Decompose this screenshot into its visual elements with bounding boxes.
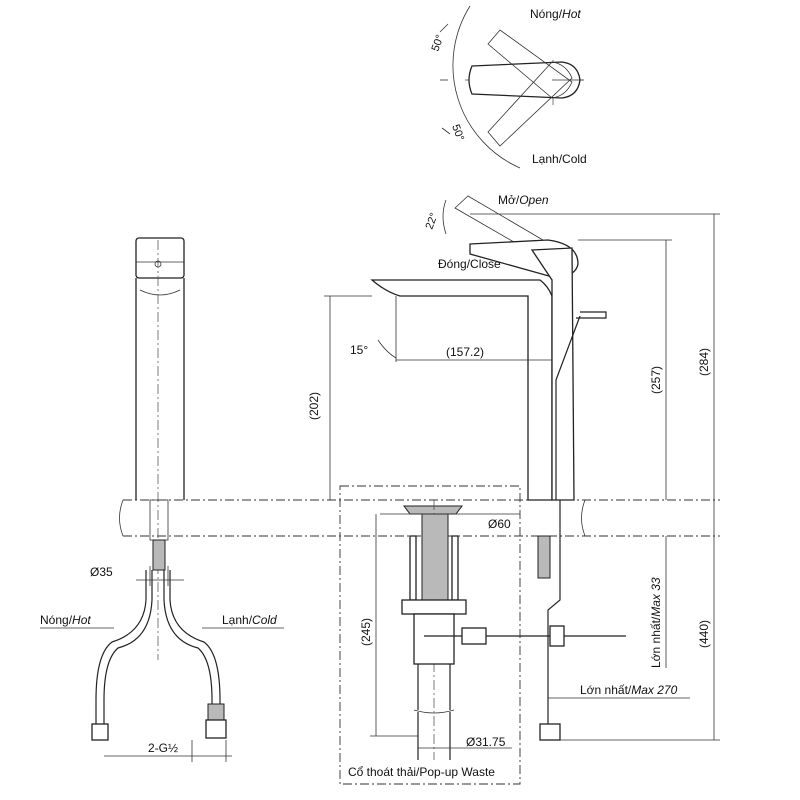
cold-connector-nut <box>205 719 227 739</box>
waste-caption: Cổ thoát thải/Pop-up Waste <box>348 765 495 779</box>
cold-connector-fitting <box>207 703 225 721</box>
side-connector-nut <box>539 723 561 741</box>
waste-flange <box>403 505 463 515</box>
waste-tailpiece-upper <box>417 664 451 710</box>
dim-35-label: Ø35 <box>90 565 113 579</box>
rod-clip <box>549 625 565 647</box>
popup-rod-handle <box>576 311 607 319</box>
hose-hot-inner <box>95 570 147 724</box>
front-stud <box>152 539 166 571</box>
front-cold-label: Lạnh/Cold <box>222 613 277 627</box>
waste-break-line <box>413 709 455 714</box>
top-cold-label: Lạnh/Cold <box>532 152 587 166</box>
arc-tick-top <box>439 23 449 33</box>
spout-angle-arc <box>377 339 397 359</box>
hose-hot <box>103 570 153 724</box>
spout-angle-label: 15° <box>350 343 368 357</box>
angle-label-bottom: 50° <box>449 123 466 143</box>
top-view: 50° 50° Nóng/Hot Lạnh/Cold <box>430 5 587 169</box>
front-hot-label: Nóng/Hot <box>40 613 91 627</box>
dim-3175-label: Ø31.75 <box>466 735 506 749</box>
angle-label-top: 50° <box>430 33 447 53</box>
countertop <box>119 499 720 537</box>
dim-202-label: (202) <box>307 392 321 420</box>
waste-pivot-nut <box>461 627 487 645</box>
hose-cold-inner <box>169 570 221 712</box>
lever-angle-arc <box>442 199 447 235</box>
waste-frame <box>339 485 521 785</box>
max33-label: Lớn nhất/Max 33 <box>649 577 663 668</box>
rotation-arc <box>452 5 521 169</box>
front-shank <box>149 499 169 541</box>
front-body-column <box>135 278 185 500</box>
dim-284-label: (284) <box>697 348 711 376</box>
dim-440-label: (440) <box>697 620 711 648</box>
hose-cold <box>163 570 213 712</box>
arc-tick-bottom <box>441 127 451 135</box>
popup-waste: Ø60 (245) Ø31.75 Cổ thoát thải/Pop-up Wa… <box>339 485 626 785</box>
side-spout <box>370 279 553 501</box>
thread-label: 2-G½ <box>148 741 178 755</box>
dim-245-label: (245) <box>359 618 373 646</box>
handle-cold-position <box>487 61 573 147</box>
front-view: Ø35 Nóng/Hot Lạnh/Cold 2-G½ <box>40 237 284 762</box>
deck-break-right <box>581 499 586 537</box>
top-hot-label: Nóng/Hot <box>530 7 581 21</box>
dim-60-label: Ø60 <box>488 517 511 531</box>
dim-257-label: (257) <box>649 366 663 394</box>
side-body-top <box>530 247 575 501</box>
open-label: Mở/Open <box>498 193 549 207</box>
popup-rod <box>555 315 581 500</box>
front-spout-mouth <box>139 289 181 296</box>
waste-tube-upper <box>413 613 455 665</box>
side-view: 22° Mở/Open Đóng/Close 15° (157.2) (202)… <box>307 193 720 741</box>
popup-rod-lower <box>547 500 561 724</box>
reach-label: (157.2) <box>446 345 484 359</box>
front-handle-cap <box>135 237 185 279</box>
deck-break-left <box>119 499 124 537</box>
waste-plug-stem <box>421 513 449 611</box>
lever-angle-label: 22° <box>424 211 441 231</box>
max270-label: Lớn nhất/Max 270 <box>580 683 678 697</box>
side-stud <box>537 535 551 579</box>
waste-nut <box>401 599 467 615</box>
close-label: Đóng/Close <box>438 257 501 271</box>
hot-connector-nut <box>91 723 109 741</box>
handle-hot-position <box>487 29 573 99</box>
top-view-body <box>468 61 581 99</box>
